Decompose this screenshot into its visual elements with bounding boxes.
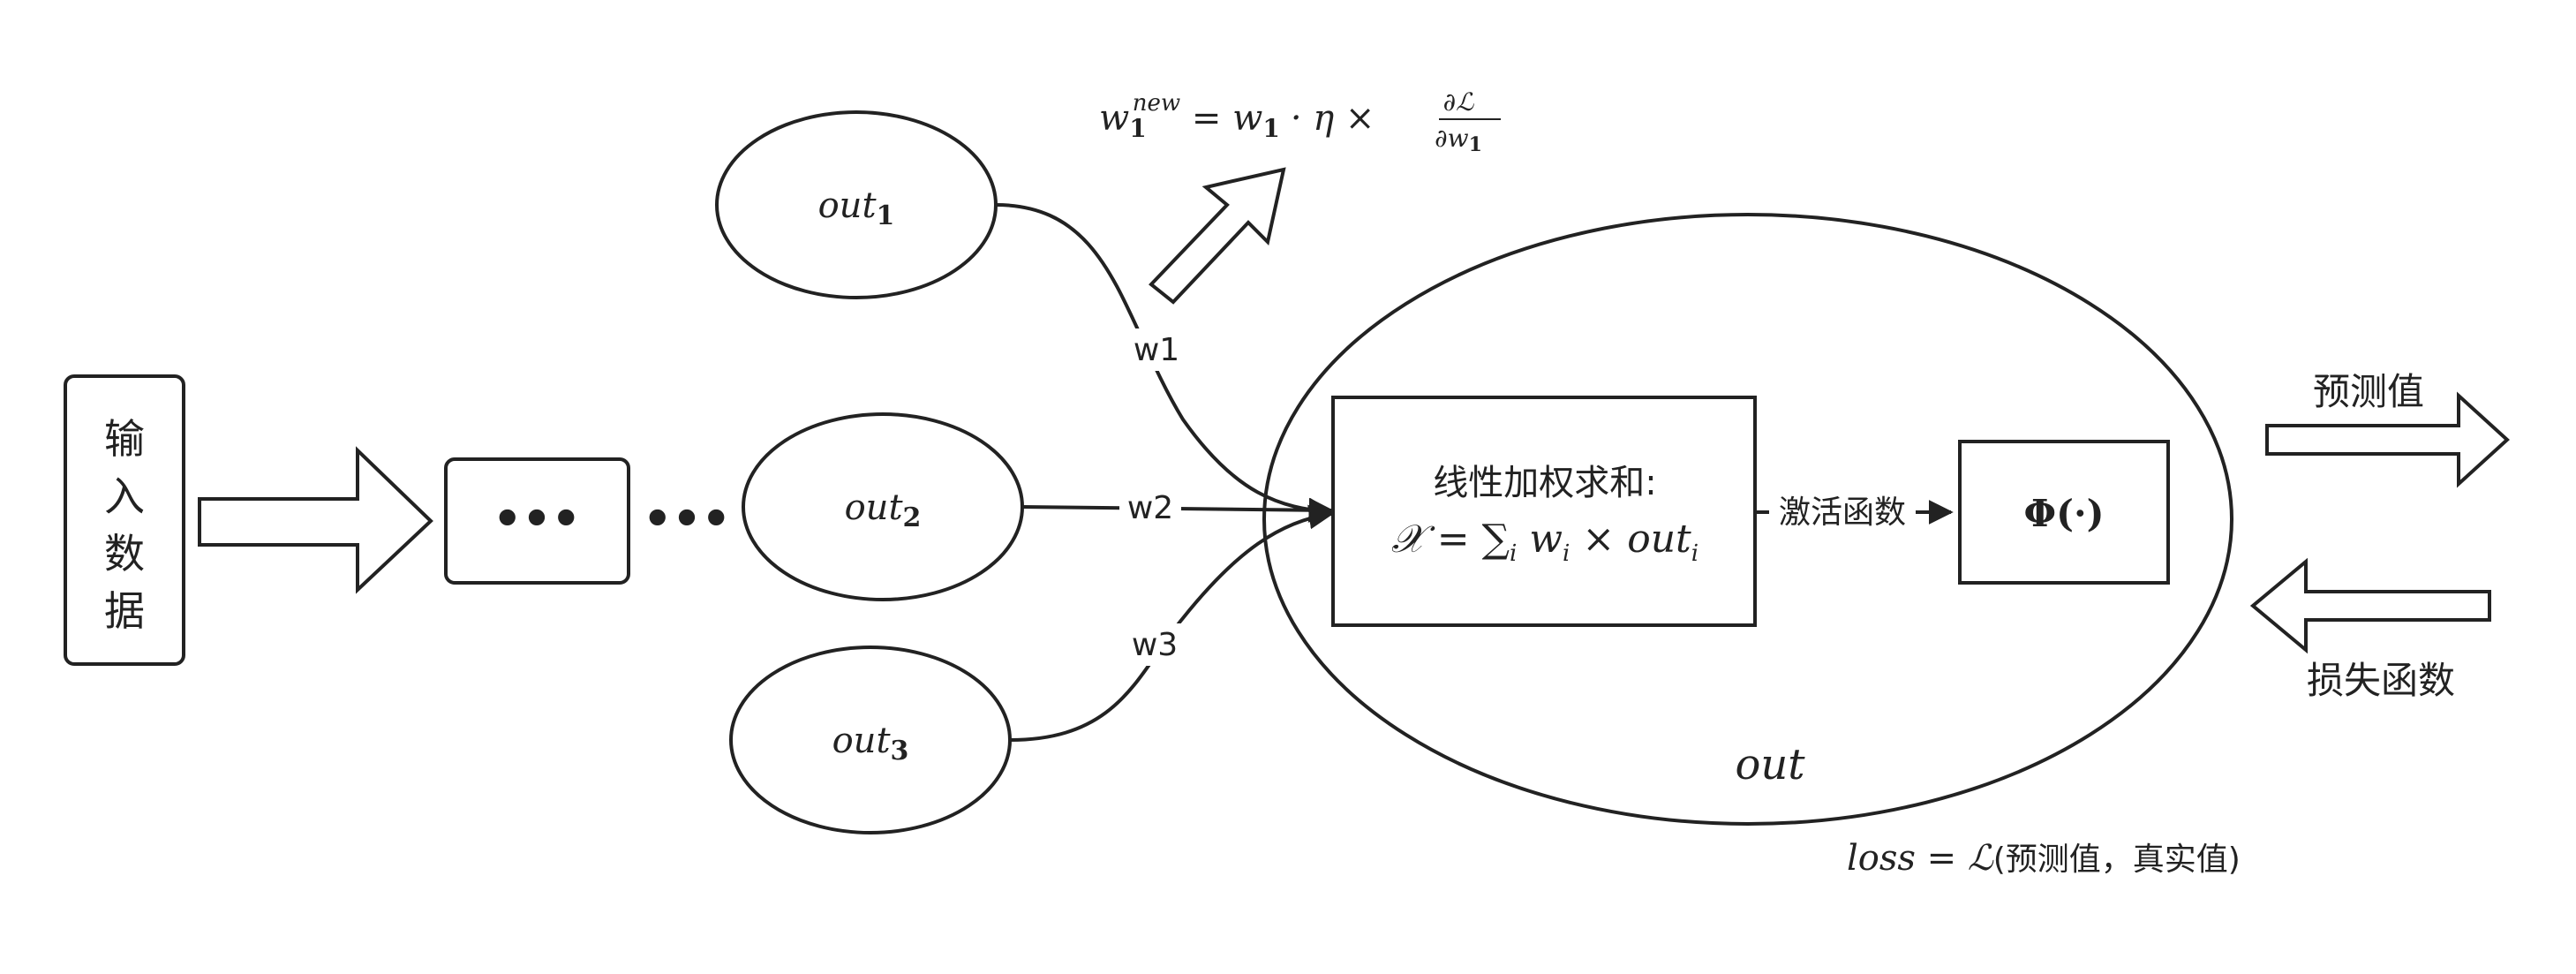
activation-label: 激活函数 <box>1779 495 1906 531</box>
neuron-out2-label: out2 <box>845 487 922 533</box>
input-char-3: 数 <box>104 530 145 578</box>
input-data-box <box>64 374 185 666</box>
prediction-arrow <box>2265 391 2510 488</box>
activation-function-symbol: Φ(·) <box>2024 492 2105 535</box>
weight-update-formula: w1new = w1· η × <box>1099 90 1375 143</box>
connection-w3 <box>1009 504 1334 742</box>
neuron-out1-label: out1 <box>818 185 895 231</box>
input-char-2: 入 <box>104 472 145 520</box>
weighted-sum-title: 线性加权求和: <box>1433 463 1656 503</box>
weighted-sum-box <box>1331 396 1757 627</box>
weighted-sum-formula: 𝒳 = ∑i wi × outi <box>1391 517 1699 567</box>
weight-label-w1: w1 <box>1134 332 1179 368</box>
connection-w1 <box>995 203 1334 523</box>
output-neuron-label: out <box>1735 740 1805 789</box>
input-char-4: 据 <box>104 587 145 635</box>
hidden-layers-box <box>444 457 630 585</box>
hidden-layers-ellipsis: ••• <box>493 493 581 546</box>
loss-label: 损失函数 <box>2307 659 2455 702</box>
loss-arrow <box>2249 557 2491 654</box>
loss-formula: loss = ℒ(预测值，真实值) <box>1847 838 2241 879</box>
weight-label-w3: w3 <box>1132 627 1178 663</box>
activation-function-box <box>1958 440 2170 585</box>
neuron-out3-label: out3 <box>832 721 909 766</box>
ellipsis-dots: ••• <box>643 493 731 546</box>
formula-fraction-denominator: ∂w1 <box>1435 124 1482 156</box>
prediction-label: 预测值 <box>2313 370 2424 413</box>
input-flow-arrow <box>198 446 433 594</box>
input-char-1: 输 <box>104 415 145 463</box>
weight-label-w2: w2 <box>1127 490 1173 526</box>
weight-update-arrow <box>1149 167 1286 305</box>
formula-fraction-numerator: ∂ℒ <box>1443 87 1474 117</box>
